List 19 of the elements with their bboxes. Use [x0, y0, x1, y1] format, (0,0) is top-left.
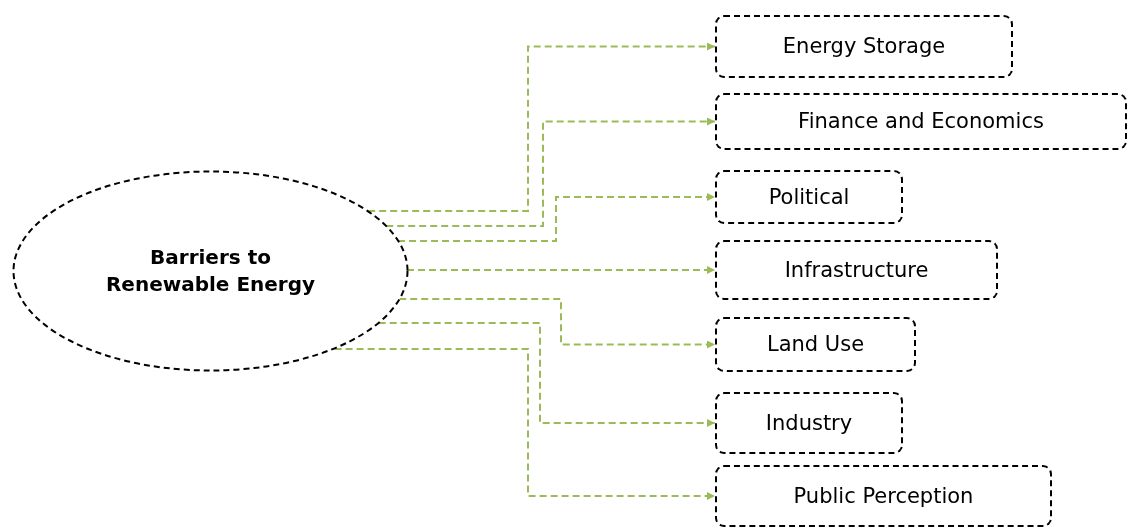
arrow: [367, 42, 716, 212]
node-label: Energy Storage: [782, 33, 946, 61]
topic-ellipse: [12, 170, 409, 372]
category-box: [715, 465, 1052, 527]
category-box: [715, 93, 1127, 150]
node-label: Barriers to Renewable Energy: [104, 244, 317, 298]
node-label: Land Use: [766, 331, 865, 359]
node-label: Public Perception: [793, 482, 974, 510]
arrow: [333, 348, 716, 500]
category-box: [715, 240, 998, 300]
node-label: Political: [768, 183, 850, 211]
arrow: [397, 193, 716, 242]
node-label: Finance and Economics: [798, 108, 1044, 136]
node-label: Industry: [765, 409, 853, 437]
node-label: Infrastructure: [784, 256, 929, 284]
category-box: [715, 392, 903, 454]
category-box: [715, 317, 916, 372]
category-box: [715, 170, 903, 224]
category-box: [715, 15, 1013, 78]
